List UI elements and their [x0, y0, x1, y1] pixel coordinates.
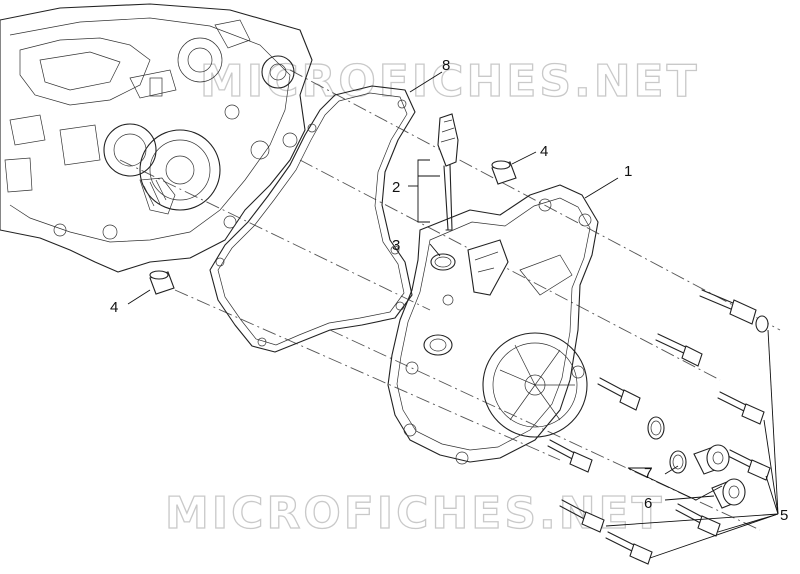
plug-lower [711, 478, 746, 509]
bolt-6 [727, 449, 771, 481]
oil-dipstick [437, 113, 459, 231]
gasket [209, 85, 416, 353]
callout-4-upper: 4 [540, 143, 548, 160]
dowel-pin-upper [491, 160, 517, 185]
bolt-3 [597, 377, 641, 411]
engine-side-cover [387, 184, 599, 465]
bolt-1 [699, 289, 769, 333]
bolt-8 [559, 499, 605, 533]
bolt-5 [547, 439, 593, 473]
callout-8: 8 [442, 57, 450, 74]
bolt-2 [655, 333, 703, 367]
callout-1: 1 [624, 163, 632, 180]
callout-3: 3 [392, 237, 400, 254]
o-ring-lower-1 [647, 416, 665, 440]
dowel-pin-lower [149, 270, 175, 295]
crankcase [0, 3, 313, 273]
bolt-set [547, 289, 771, 565]
bolt-9 [605, 531, 653, 565]
callout-7: 7 [644, 465, 652, 482]
plug-upper [693, 444, 730, 475]
callout-5: 5 [780, 507, 788, 524]
bolt-4 [717, 391, 765, 425]
o-ring-lower-2 [669, 450, 687, 474]
watermark-bottom: MICROFICHES.NET [165, 488, 665, 539]
bolt-7 [675, 503, 721, 537]
o-ring-filler [430, 253, 456, 271]
callout-4-lower: 4 [110, 299, 118, 316]
leader-lines [127, 71, 779, 559]
callout-2: 2 [392, 179, 400, 196]
callout-6: 6 [644, 495, 652, 512]
watermark-top: MICROFICHES.NET [200, 56, 700, 107]
